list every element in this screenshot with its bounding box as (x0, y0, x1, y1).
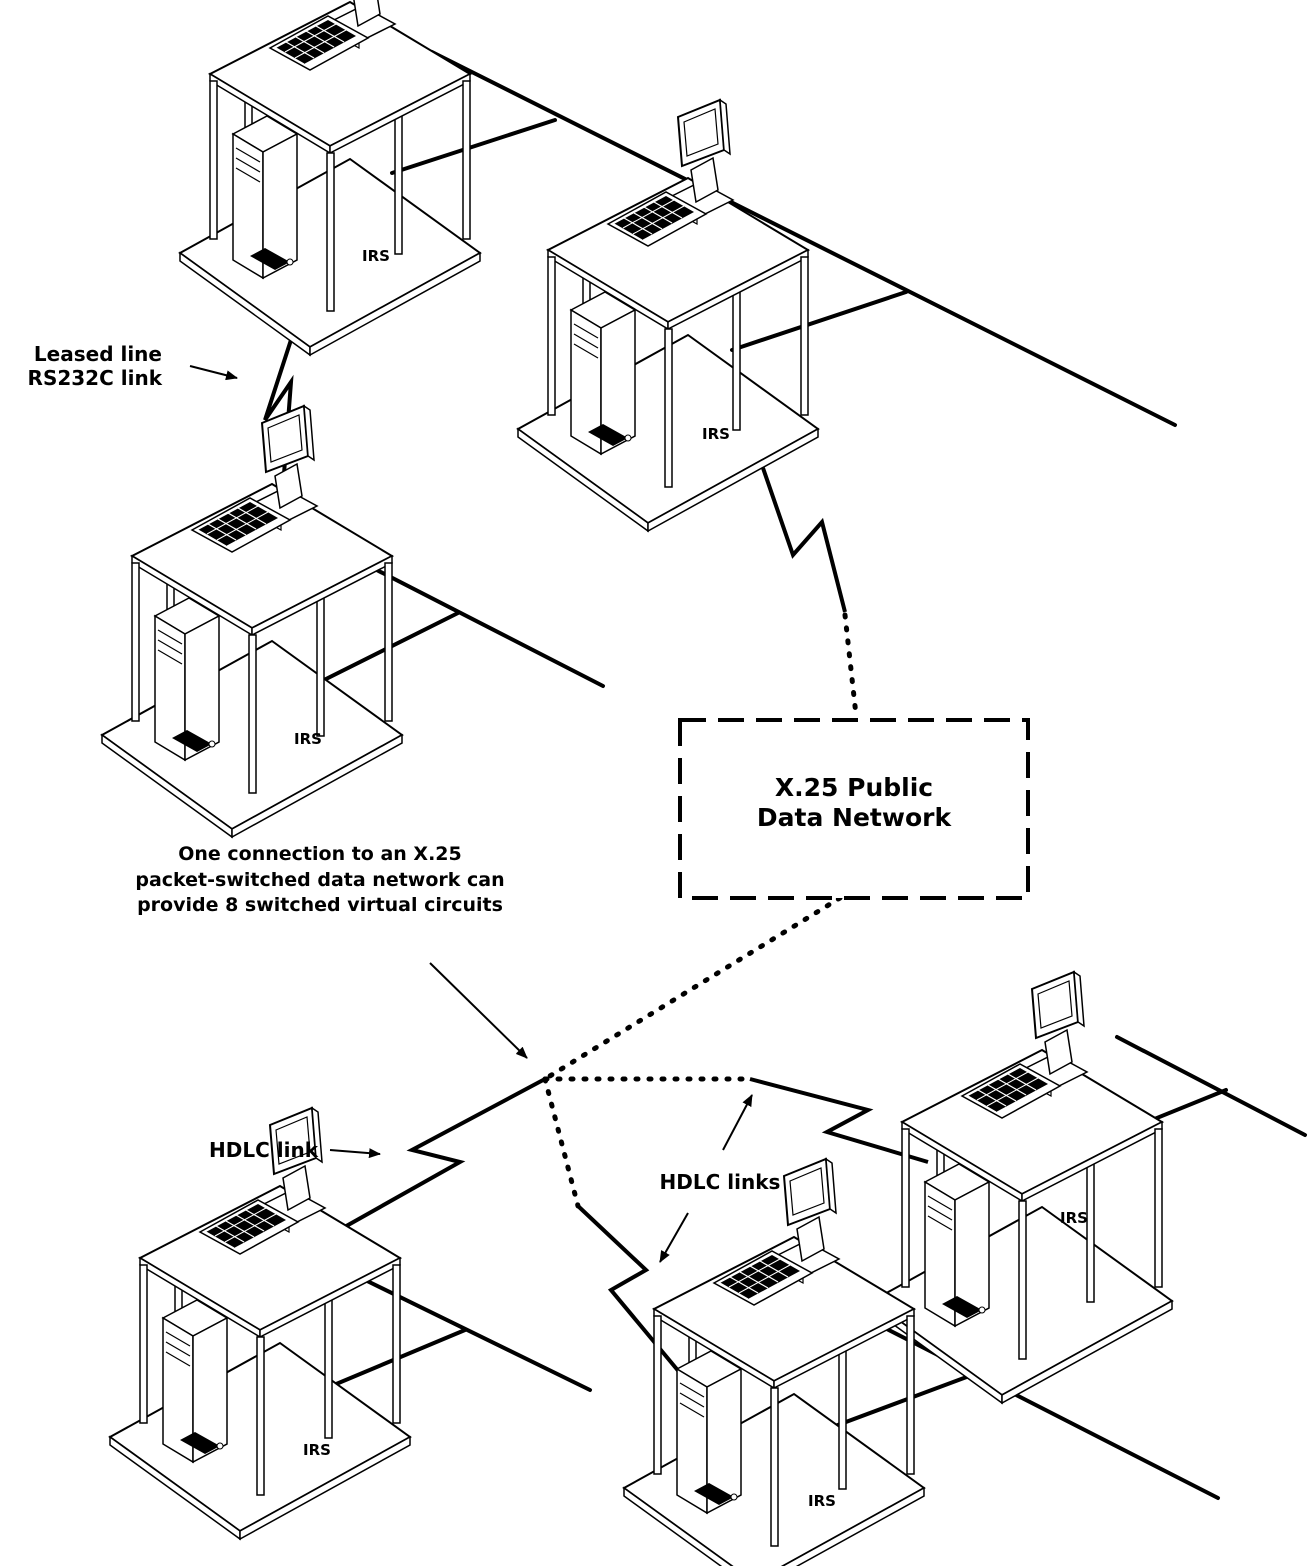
irs-label-6: IRS (808, 1492, 836, 1510)
irs-label-3: IRS (294, 730, 322, 748)
irs-workstation-4 (872, 972, 1172, 1403)
vc-path-from-network (545, 898, 840, 1079)
network-label-line-1: X.25 Public (700, 773, 1008, 803)
lan-line-mid-left (367, 565, 603, 686)
connection-note-line-1: One connection to an X.25 (80, 842, 560, 868)
hdlc-link-arrow (330, 1150, 380, 1154)
hdlc-link-label: HDLC link (150, 1138, 318, 1162)
connection-note-line-2: packet-switched data network can (80, 868, 560, 894)
vc-path-down (545, 1079, 578, 1206)
hdlc-links-arrow-down (660, 1213, 688, 1262)
leased-line-label-line-1: Leased line (8, 342, 162, 366)
hdlc-links-arrow-up (723, 1095, 752, 1150)
lan-stub-2 (732, 292, 906, 350)
irs-workstation-1 (180, 0, 480, 355)
virtual-circuit-paths (545, 615, 856, 1206)
lan-line-bottom-left (357, 1276, 590, 1390)
vc-path-to-network-top (845, 615, 856, 715)
hdlc-link-bottom-line (578, 1206, 690, 1385)
irs-label-2: IRS (702, 425, 730, 443)
irs-workstation-5 (110, 1108, 410, 1539)
network-label-line-2: Data Network (700, 803, 1008, 833)
connection-note-line-3: provide 8 switched virtual circuits (80, 893, 560, 919)
hdlc-link-left-line (325, 1079, 545, 1238)
leased-line-label: Leased line RS232C link (8, 342, 162, 390)
irs-workstation-2 (518, 100, 818, 531)
lan-stub-1 (392, 120, 555, 173)
irs-label-4: IRS (1060, 1209, 1088, 1227)
connection-note: One connection to an X.25 packet-switche… (80, 842, 560, 919)
irs-workstation-3 (102, 406, 402, 837)
x25-link-top (763, 468, 845, 612)
irs-label-1: IRS (362, 247, 390, 265)
hdlc-links-label: HDLC links (640, 1170, 800, 1194)
irs-label-5: IRS (303, 1441, 331, 1459)
leased-line-label-line-2: RS232C link (8, 366, 162, 390)
leased-line-arrow (190, 366, 237, 378)
connection-note-arrow (430, 963, 527, 1058)
network-label: X.25 Public Data Network (700, 773, 1008, 833)
